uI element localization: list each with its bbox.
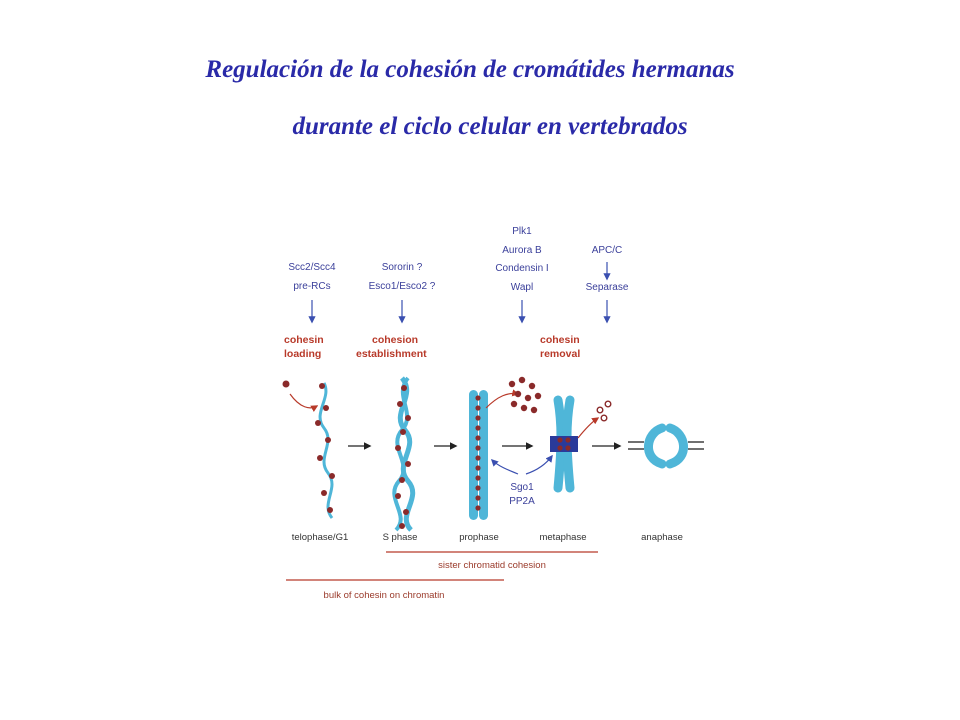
step-removal-line-2: removal (540, 348, 580, 360)
protect-arrow-icon (490, 458, 519, 475)
regulator-scc2-scc4: Scc2/Scc4 (288, 262, 336, 273)
regulator-pre-rcs: pre-RCs (293, 281, 330, 292)
chromatin-s-phase (392, 376, 416, 532)
step-establishment-line-2: establishment (356, 348, 427, 360)
regulator-wapl: Wapl (511, 282, 533, 293)
chromatin-telophase (282, 380, 335, 519)
removal-arrow-icon (577, 417, 600, 439)
title-line-2: durante el ciclo celular en vertebrados (292, 113, 688, 140)
phase-label: S phase (383, 532, 418, 543)
bulk-cohesin-label: bulk of cohesin on chromatin (324, 590, 445, 601)
regulators-loading: Scc2/Scc4 pre-RCs (288, 262, 336, 292)
title-line-1: Regulación de la cohesión de cromátides … (205, 56, 735, 83)
released-cohesin-icon (508, 376, 542, 414)
step-establishment: cohesion establishment (356, 334, 427, 360)
regulator-apc-c: APC/C (592, 245, 623, 256)
chromosome-prophase (469, 376, 542, 520)
step-loading-line-1: cohesin (284, 334, 324, 346)
cleaved-cohesin-icon (596, 400, 612, 422)
phase-label: prophase (459, 532, 499, 543)
regulators-prophase: Plk1 Aurora B Condensin I Wapl (495, 226, 548, 293)
centromere-protectors: Sgo1 PP2A (490, 454, 553, 507)
chromosome-metaphase (550, 395, 612, 493)
loading-arrow-icon (289, 393, 319, 412)
phase-label: metaphase (539, 532, 586, 543)
step-establishment-line-1: cohesion (372, 334, 418, 346)
regulators-anaphase: APC/C Separase (586, 245, 629, 293)
chromosomes-anaphase (628, 423, 704, 469)
duration-bars: sister chromatid cohesion bulk of cohesi… (286, 551, 598, 601)
phase-label: anaphase (641, 532, 683, 543)
step-loading-line-2: loading (284, 348, 321, 360)
regulator-sororin: Sororin ? (382, 262, 423, 273)
protector-pp2a: PP2A (509, 496, 535, 507)
phase-label: telophase/G1 (292, 532, 349, 543)
regulators-establishment: Sororin ? Esco1/Esco2 ? (369, 262, 436, 292)
regulator-arrows (308, 262, 611, 324)
cohesion-cycle-diagram: Scc2/Scc4 pre-RCs Sororin ? Esco1/Esco2 … (282, 226, 704, 601)
phase-labels: telophase/G1 S phase prophase metaphase … (292, 532, 683, 543)
regulator-aurora-b: Aurora B (502, 245, 542, 256)
protect-arrow-icon (525, 454, 553, 475)
regulator-esco: Esco1/Esco2 ? (369, 281, 436, 292)
regulator-plk1: Plk1 (512, 226, 532, 237)
sister-cohesion-label: sister chromatid cohesion (438, 560, 546, 571)
regulator-separase: Separase (586, 282, 629, 293)
protector-sgo1: Sgo1 (510, 482, 534, 493)
step-removal: cohesin removal (540, 334, 580, 360)
regulator-condensin-i: Condensin I (495, 263, 548, 274)
step-removal-line-1: cohesin (540, 334, 580, 346)
step-loading: cohesin loading (284, 334, 324, 360)
free-cohesin-icon (282, 380, 290, 388)
